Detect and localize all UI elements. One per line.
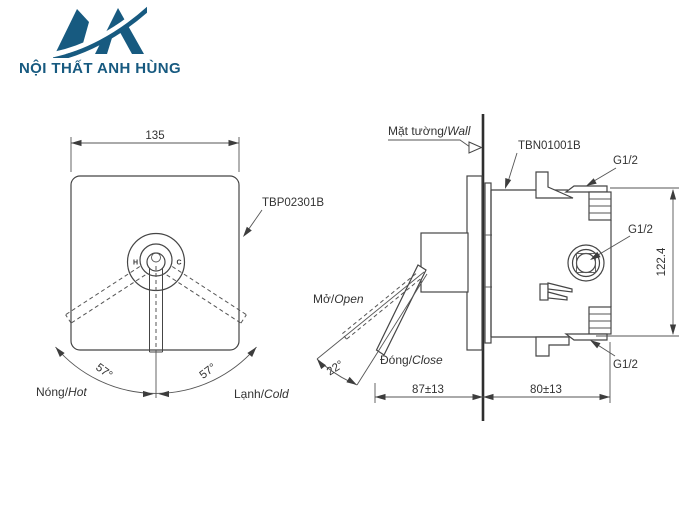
bottom-port	[564, 306, 612, 341]
handle-hub: H C	[126, 232, 186, 292]
height-dimension: 122.4	[596, 187, 679, 337]
close-label: Đóng/Close	[380, 353, 443, 367]
front-width-dim-text: 135	[145, 130, 164, 142]
front-part-label: TBP02301B	[240, 197, 324, 239]
thread-mid-text: G1/2	[628, 224, 653, 236]
back-depth-text: 80±13	[530, 384, 562, 396]
lever-closed	[375, 264, 427, 356]
open-angle-dimension: 22°	[314, 271, 428, 388]
valve-body	[490, 171, 612, 357]
handle-body-side	[420, 232, 469, 293]
brand-logo: NỘI THẤT ANH HÙNG	[10, 6, 190, 77]
back-depth-dimension: 80±13	[483, 342, 611, 403]
wall-arrowhead	[468, 141, 483, 154]
bottom-bracket	[535, 336, 570, 357]
thread-top-text: G1/2	[613, 155, 638, 167]
wall-label-text: Mặt tường/Wall	[388, 124, 471, 138]
hot-label: Nóng/Hot	[36, 385, 87, 399]
thread-bottom-text: G1/2	[613, 359, 638, 371]
logo-swoosh-gap	[53, 6, 147, 58]
cold-label: Lạnh/Cold	[234, 387, 289, 401]
lever-range-dashed	[65, 266, 247, 324]
open-angle-text: 22°	[325, 359, 346, 379]
logo-left-peak	[55, 9, 89, 54]
front-width-dimension: 135	[70, 130, 240, 172]
brand-logo-icon	[53, 6, 147, 58]
logo-swoosh	[53, 6, 147, 58]
angle-left-text: 57°	[93, 362, 114, 382]
side-view: Mặt tường/Wall 22° Mở/Open Đóng	[313, 114, 679, 421]
mid-bracket	[539, 282, 573, 301]
top-bracket	[535, 171, 574, 199]
front-depth-dimension: 87±13	[374, 383, 483, 403]
hot-mark: H	[133, 260, 138, 267]
front-view: 135 TBP02301B H C	[36, 130, 324, 401]
thread-label-top: G1/2	[584, 155, 638, 189]
side-part-code: TBN01001B	[518, 140, 581, 152]
top-port	[564, 185, 612, 221]
mid-port	[567, 244, 605, 282]
open-label: Mở/Open	[313, 292, 364, 306]
body-flange	[484, 182, 492, 344]
height-dim-text: 122.4	[656, 247, 668, 276]
thread-label-bottom: G1/2	[588, 337, 638, 371]
side-part-label: TBN01001B	[502, 140, 581, 190]
front-part-code: TBP02301B	[262, 197, 324, 209]
thread-label-mid: G1/2	[588, 224, 653, 263]
cold-mark: C	[177, 260, 182, 267]
angle-right-text: 57°	[198, 362, 219, 382]
escutcheon-side	[466, 175, 483, 351]
wall-label: Mặt tường/Wall	[388, 124, 483, 154]
brand-name: NỘI THẤT ANH HÙNG	[18, 60, 182, 77]
front-depth-text: 87±13	[412, 384, 444, 396]
